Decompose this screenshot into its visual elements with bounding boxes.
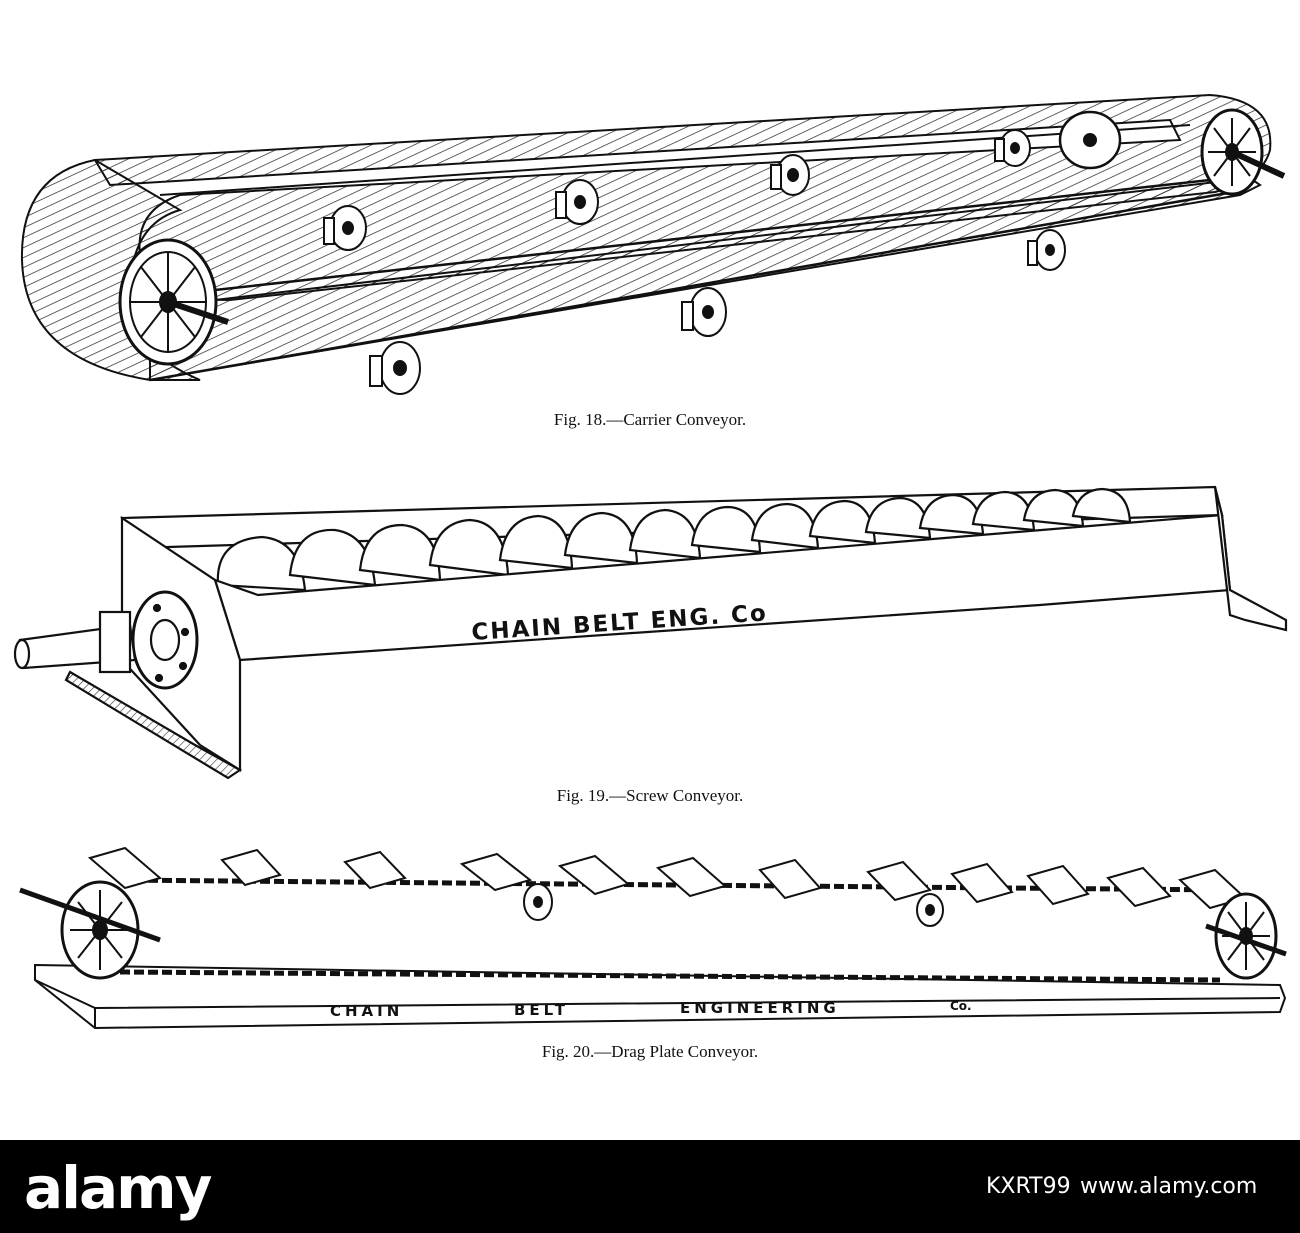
drag-stamp-word-4: Co. — [950, 999, 972, 1013]
drag-plate-conveyor-drawing: CHAIN BELT ENGINEERING Co. — [19, 846, 1287, 1030]
upper-idler-roller — [555, 179, 599, 225]
watermark-url: www.alamy.com — [1080, 1174, 1258, 1199]
upper-idler-roller — [994, 129, 1031, 167]
fig-19-caption: Fig. 19.—Screw Conveyor. — [556, 786, 744, 805]
drag-stamp-word-3: ENGINEERING — [680, 999, 840, 1017]
screw-conveyor-drawing: CHAIN BELT ENG. Co — [13, 485, 1288, 780]
carrier-head-sprocket — [1200, 108, 1286, 196]
watermark-bar: alamy KXRT99 www.alamy.com — [0, 1140, 1300, 1233]
lower-idler-roller — [681, 287, 727, 337]
fig-20-caption: Fig. 20.—Drag Plate Conveyor. — [541, 1042, 759, 1061]
carrier-mid-sprocket — [1058, 110, 1122, 170]
lower-idler-roller — [1027, 229, 1066, 271]
drag-left-sprocket — [19, 880, 161, 980]
engraving-plate: CHAIN BELT ENG. Co — [13, 93, 1288, 1061]
drag-right-sprocket — [1205, 892, 1287, 980]
drag-plates — [87, 846, 1247, 910]
drag-idler-roller — [916, 893, 944, 927]
screw-flights — [216, 487, 1132, 592]
carrier-conveyor-drawing — [20, 93, 1286, 395]
drag-lower-chain — [119, 969, 1221, 983]
image-id: KXRT99 — [986, 1174, 1071, 1199]
fig-18-caption: Fig. 18.—Carrier Conveyor. — [553, 410, 747, 429]
upper-idler-roller — [770, 154, 810, 196]
drag-stamp-word-2: BELT — [514, 1001, 569, 1019]
screw-right-foot — [1213, 486, 1288, 632]
carrier-tail-sprocket — [118, 238, 229, 366]
upper-idler-roller — [323, 205, 367, 251]
alamy-logo: alamy — [24, 1154, 212, 1222]
drag-idler-roller — [523, 883, 553, 921]
drag-stamp-word-1: CHAIN — [330, 1002, 403, 1020]
conveyor-illustrations: CHAIN BELT ENG. Co — [13, 93, 1288, 1030]
drag-maker-stamp: CHAIN BELT ENGINEERING Co. — [330, 999, 972, 1020]
screw-bearing-flange — [131, 590, 199, 690]
screw-shaft-collar — [98, 610, 132, 674]
lower-idler-roller — [369, 341, 421, 395]
